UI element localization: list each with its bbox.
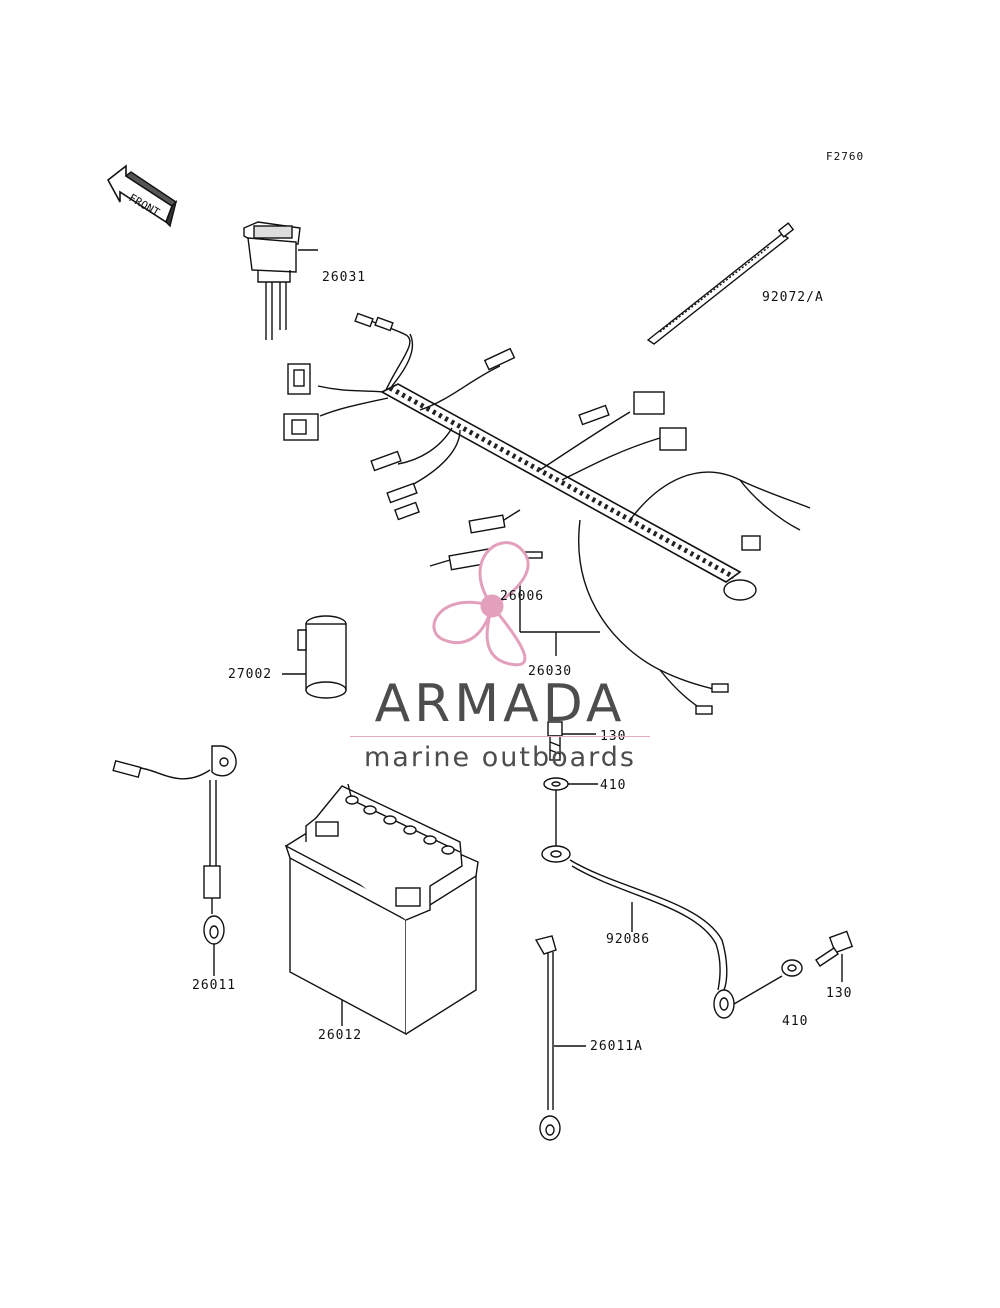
- part-label-27002[interactable]: 27002: [228, 667, 273, 682]
- part-26031-meter: [243, 221, 318, 340]
- watermark-brand: ARMADA: [374, 674, 626, 734]
- part-label-26012[interactable]: 26012: [318, 1028, 363, 1043]
- watermark-divider: [350, 736, 650, 737]
- part-label-26011a[interactable]: 26011A: [590, 1039, 643, 1054]
- watermark-tagline: marine outboards: [363, 742, 636, 773]
- diagram-code: F2760: [826, 150, 865, 163]
- main-wire-harness: [283, 312, 811, 715]
- front-arrow-icon: FRONT: [106, 164, 178, 228]
- part-label-92086[interactable]: 92086: [606, 932, 651, 947]
- part-92086-cable: [541, 845, 735, 1019]
- part-27002-relay: [282, 615, 347, 699]
- part-label-26031[interactable]: 26031: [322, 270, 367, 285]
- part-label-92072a[interactable]: 92072/A: [762, 290, 824, 305]
- part-410-washer-right: [733, 959, 803, 1005]
- part-26012-battery: [284, 783, 479, 1036]
- part-label-26011[interactable]: 26011: [192, 978, 237, 993]
- part-26011-cable: [112, 745, 237, 976]
- part-label-130-right[interactable]: 130: [826, 986, 853, 1001]
- part-410-washer-top: [543, 777, 598, 848]
- part-label-26030[interactable]: 26030: [528, 664, 573, 679]
- part-130-bolt-right: [815, 930, 854, 982]
- part-label-26006[interactable]: 26006: [500, 589, 545, 604]
- part-label-410-top[interactable]: 410: [600, 778, 627, 793]
- armada-logo-icon: [432, 541, 530, 667]
- part-92072a-cable-tie: [646, 222, 795, 345]
- part-label-410-right[interactable]: 410: [782, 1014, 809, 1029]
- part-26011a-cable: [534, 935, 586, 1141]
